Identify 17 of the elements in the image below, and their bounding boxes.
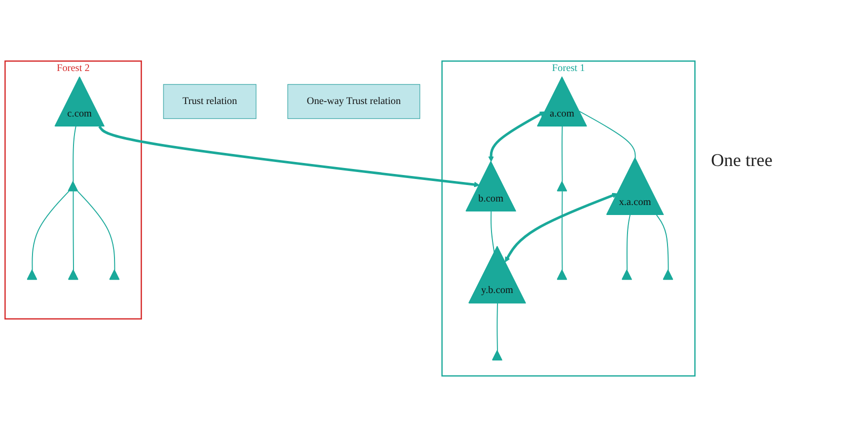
arrow (488, 112, 546, 162)
connector (562, 190, 563, 271)
node-box: One-way Trust relation (287, 84, 420, 119)
connector (32, 190, 70, 271)
connector (562, 126, 563, 182)
connector (72, 190, 74, 271)
connector (496, 302, 498, 352)
connector (490, 210, 495, 254)
connector (578, 110, 636, 159)
node-box: Trust relation (163, 84, 256, 119)
arrow (98, 126, 480, 188)
arrow (504, 192, 618, 262)
connector (626, 214, 631, 271)
connector (77, 190, 116, 271)
connector (656, 214, 669, 271)
tree-note: One tree (711, 150, 774, 171)
connector (72, 126, 76, 182)
